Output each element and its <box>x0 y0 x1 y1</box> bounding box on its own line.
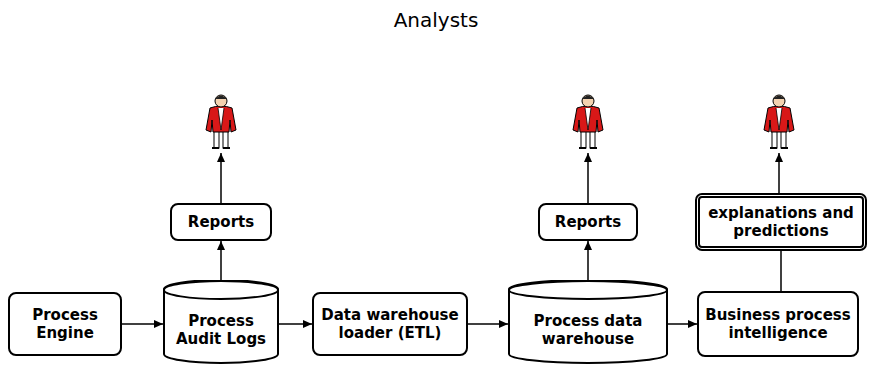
flow-arrow <box>587 241 589 280</box>
node-label: Business process intelligence <box>705 306 851 342</box>
database-cylinder: Process Audit Logs <box>163 280 279 364</box>
node-label: Reports <box>555 213 621 231</box>
node-label: explanations and predictions <box>706 204 856 240</box>
result-box: explanations and predictions <box>695 193 867 251</box>
flow-arrow <box>780 251 782 291</box>
flow-arrow <box>279 323 312 325</box>
process-box: Process Engine <box>8 292 122 356</box>
analyst-figure <box>764 95 794 148</box>
view-arrow <box>778 153 780 195</box>
node-label: Reports <box>188 213 254 231</box>
process-box: Business process intelligence <box>697 291 859 357</box>
flow-arrow <box>468 323 508 325</box>
view-arrow <box>220 153 222 203</box>
diagram-title: Analysts <box>0 8 872 32</box>
flow-arrow <box>220 241 222 280</box>
flow-arrow <box>668 323 697 325</box>
analyst-figure <box>573 95 603 148</box>
analyst-figure <box>206 95 236 148</box>
node-label: Process data warehouse <box>514 312 662 348</box>
report-box: Reports <box>538 203 638 241</box>
process-box: Data warehouse loader (ETL) <box>312 292 468 356</box>
node-label: Process Audit Logs <box>169 312 273 348</box>
report-box: Reports <box>170 203 272 241</box>
view-arrow <box>587 153 589 203</box>
node-label: Data warehouse loader (ETL) <box>320 306 460 342</box>
flow-arrow <box>122 323 163 325</box>
node-label: Process Engine <box>16 306 114 342</box>
database-cylinder: Process data warehouse <box>508 280 668 364</box>
